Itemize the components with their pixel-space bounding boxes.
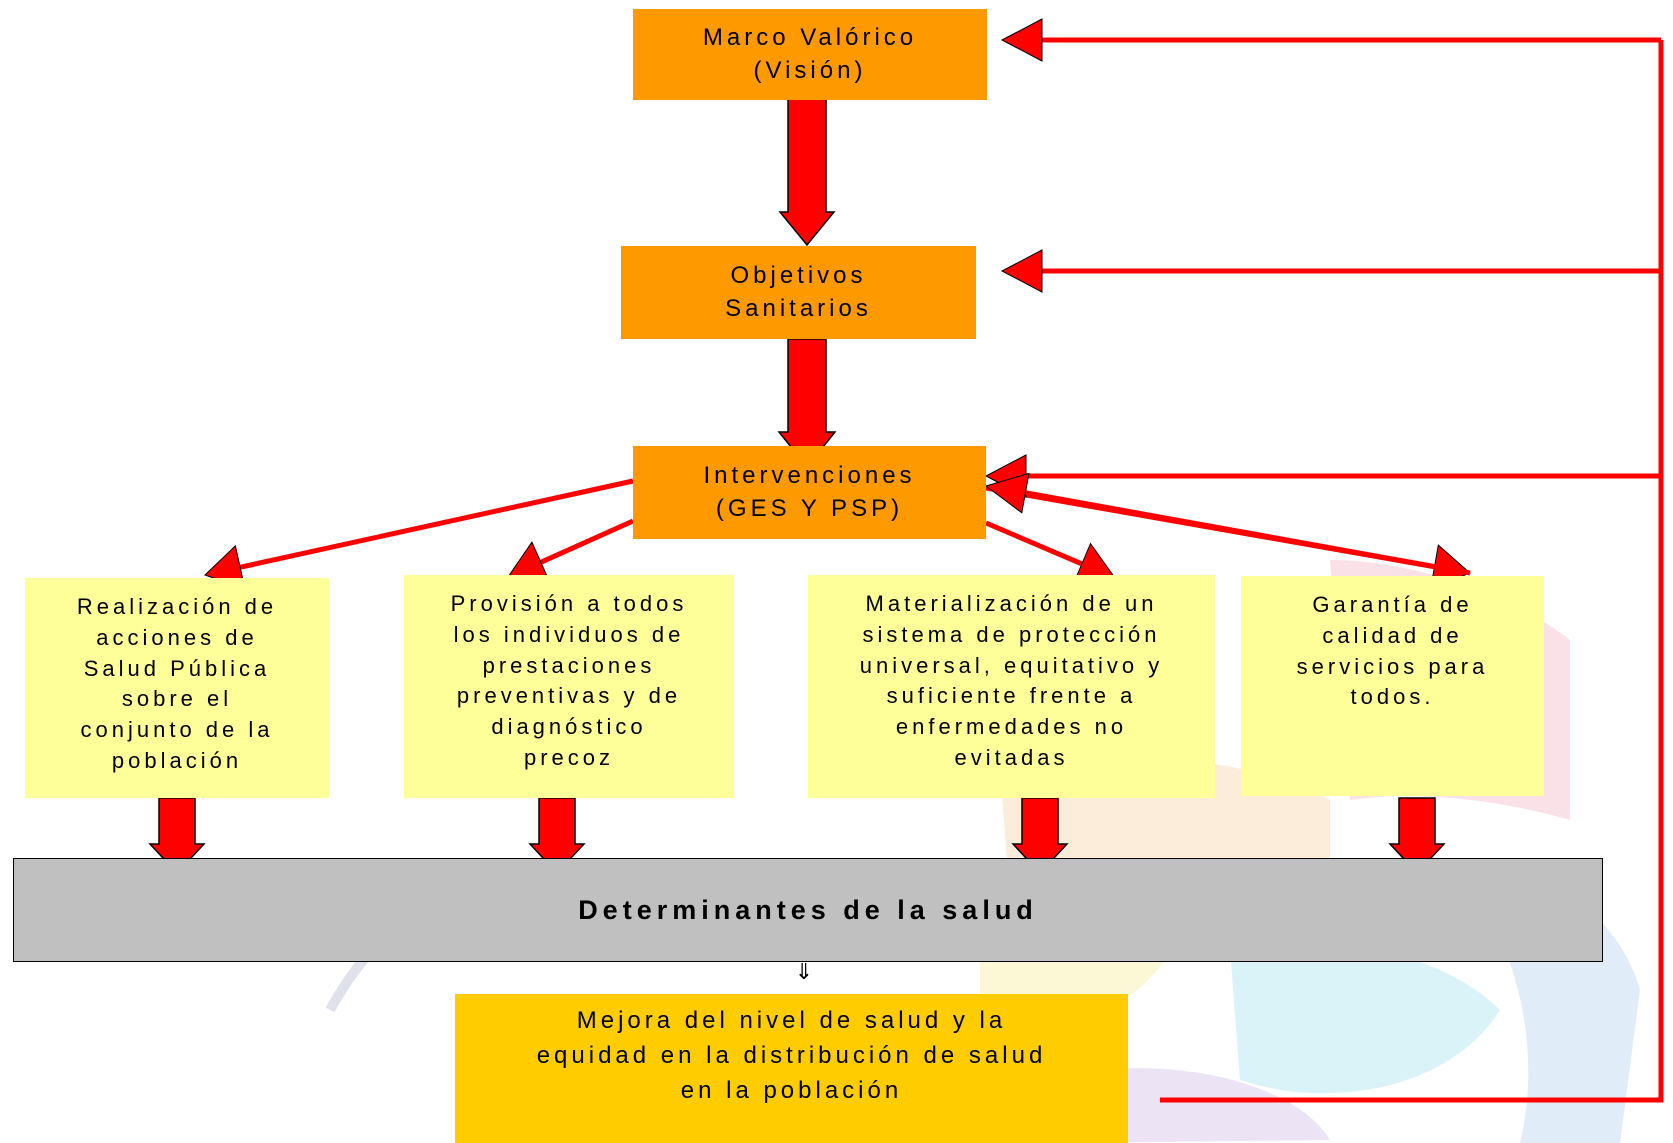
node-outcome-quality: Garantía de calidad de servicios para to… xyxy=(1241,576,1544,796)
fan-arrow-to-outcome-1-shaft xyxy=(231,478,634,572)
feedback-diagonal-head xyxy=(984,472,1030,514)
feedback-arrow-to-vision-head xyxy=(1000,18,1043,62)
node-interventions: Intervenciones (GES Y PSP) xyxy=(633,446,986,539)
node-outcome-protection-system-label: Materialización de un sistema de protecc… xyxy=(859,591,1164,770)
bg-cyan-shape xyxy=(1230,942,1500,1094)
node-outcome-quality-label: Garantía de calidad de servicios para to… xyxy=(1296,592,1489,710)
fan-arrow-to-outcome-3-shaft xyxy=(985,520,1091,570)
node-objectives-label: Objetivos Sanitarios xyxy=(725,262,872,322)
feedback-rail xyxy=(1160,40,1664,1103)
node-determinants: Determinantes de la salud xyxy=(13,858,1603,962)
node-objectives: Objetivos Sanitarios xyxy=(621,246,976,339)
node-interventions-label: Intervenciones (GES Y PSP) xyxy=(703,462,916,522)
down-double-arrow-icon: ⇓ xyxy=(794,960,814,985)
node-vision: Marco Valórico (Visión) xyxy=(633,9,987,100)
feedback-lines xyxy=(984,18,1664,1103)
node-outcome-preventive-care: Provisión a todos los individuos de pres… xyxy=(404,575,734,798)
fan-arrow-to-outcome-2-shaft xyxy=(532,518,635,568)
node-outcome-public-health-label: Realización de acciones de Salud Pública… xyxy=(76,594,278,773)
node-vision-label: Marco Valórico (Visión) xyxy=(702,24,918,84)
node-determinants-label: Determinantes de la salud xyxy=(578,894,1038,925)
node-outcome-protection-system: Materialización de un sistema de protecc… xyxy=(808,575,1215,798)
node-result-label: Mejora del nivel de salud y la equidad e… xyxy=(536,1007,1047,1104)
feedback-diagonal-shaft xyxy=(1009,487,1471,576)
node-outcome-public-health: Realización de acciones de Salud Pública… xyxy=(25,578,329,798)
feedback-arrow-to-objectives-head xyxy=(1000,249,1043,293)
node-outcome-preventive-care-label: Provisión a todos los individuos de pres… xyxy=(450,591,688,770)
arrow-vision-to-objectives xyxy=(778,96,836,247)
node-result: Mejora del nivel de salud y la equidad e… xyxy=(455,994,1128,1143)
